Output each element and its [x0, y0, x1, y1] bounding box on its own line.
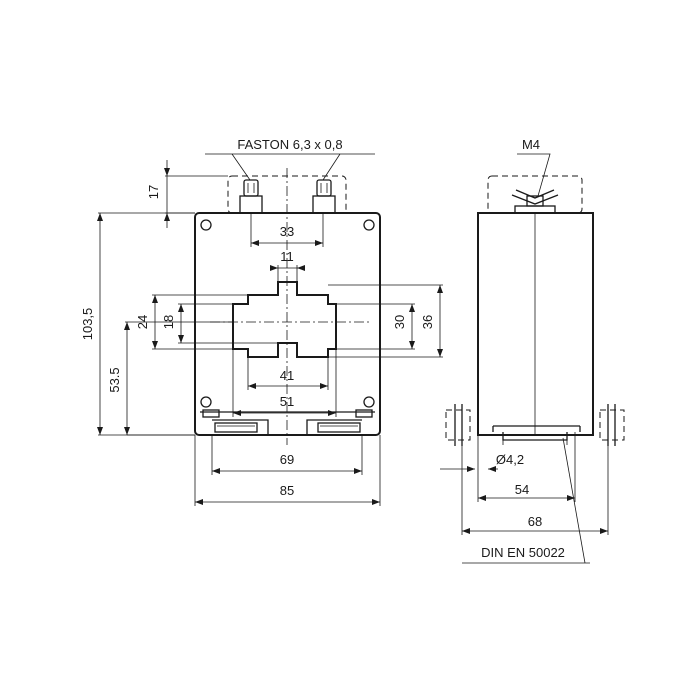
callout-din-rail: DIN EN 50022 [481, 545, 565, 560]
mount-slot-left [202, 409, 220, 418]
side-terminal-cover [487, 175, 583, 214]
foot-pad-left [214, 422, 258, 433]
side-view [440, 153, 625, 564]
dim-height-total: 103,5 [80, 308, 95, 341]
corner-hole-bl [200, 396, 212, 408]
mount-slot-right [355, 409, 373, 418]
corner-hole-tr [363, 219, 375, 231]
screw-nut [511, 189, 559, 214]
base-foot [212, 419, 362, 435]
dim-window-bottom-w: 41 [280, 368, 294, 383]
din-rail-clip [445, 404, 625, 446]
terminal-right [312, 179, 336, 214]
dim-side-inner-w: 54 [515, 482, 529, 497]
dim-terminal-height: 17 [146, 185, 161, 199]
dim-body-w: 85 [280, 483, 294, 498]
dim-window-overall-h: 36 [420, 315, 435, 329]
dim-terminal-spacing: 33 [280, 224, 294, 239]
foot-pad-right [317, 422, 361, 433]
dim-window-outer-h: 24 [135, 315, 150, 329]
dim-base-w: 69 [280, 452, 294, 467]
corner-hole-br [363, 396, 375, 408]
side-body-outline [477, 212, 594, 436]
corner-hole-tl [200, 219, 212, 231]
callout-m4: M4 [522, 137, 540, 152]
dim-window-overall-w: 51 [280, 394, 294, 409]
primary-window [232, 281, 337, 358]
dim-window-top-slot: 11 [280, 249, 294, 264]
dim-height-mount: 53.5 [107, 367, 122, 392]
terminal-left [239, 179, 263, 214]
front-dimensions [97, 153, 443, 506]
callout-hole: Ø4,2 [496, 452, 524, 467]
dim-side-outer-w: 68 [528, 514, 542, 529]
dim-window-inner-h: 18 [161, 315, 176, 329]
callout-faston: FASTON 6,3 x 0,8 [237, 137, 342, 152]
dim-window-right-h: 30 [392, 315, 407, 329]
